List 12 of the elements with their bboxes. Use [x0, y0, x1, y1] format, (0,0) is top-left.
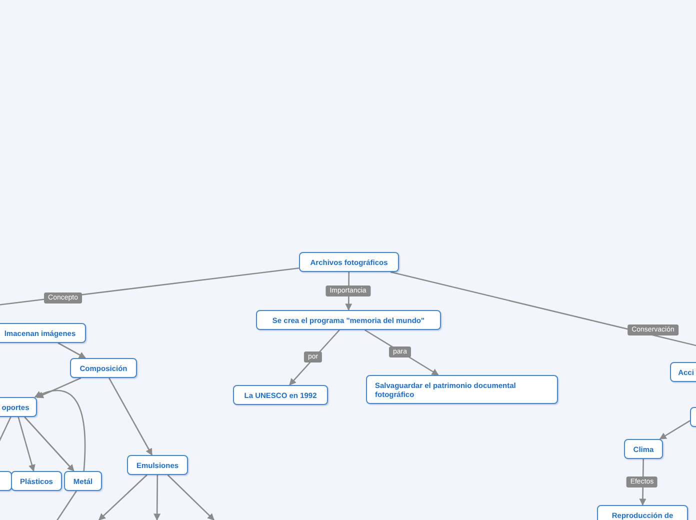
arrow [24, 416, 74, 472]
arrow [58, 342, 86, 359]
arrow [34, 390, 86, 472]
arrow [167, 474, 214, 520]
arrow [98, 474, 148, 520]
arrow [154, 475, 161, 520]
arrow [659, 420, 690, 440]
arrow [36, 377, 82, 398]
arrow [108, 378, 152, 456]
arrow [289, 330, 340, 386]
arrow [364, 329, 439, 376]
arrow [18, 416, 36, 472]
